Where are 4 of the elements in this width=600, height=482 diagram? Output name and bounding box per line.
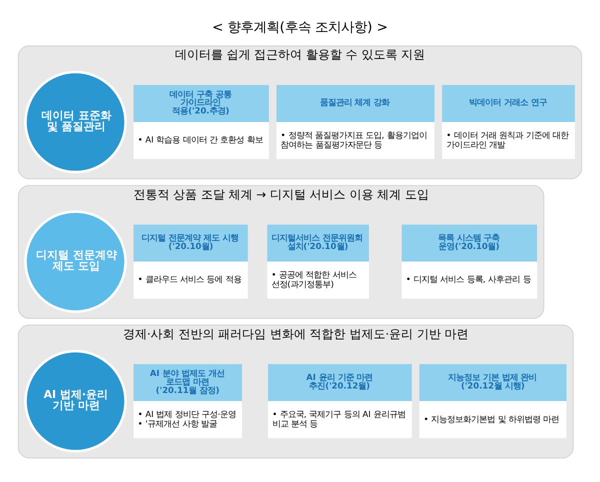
- node-circle: AI 법제·윤리 기반 마련: [24, 350, 127, 452]
- node-circle: 데이터 표준화 및 품질관리: [24, 70, 127, 174]
- node-circle: 디지털 전문계약 제도 도입: [24, 210, 127, 313]
- diagram-title: < 향후계획(후속 조치사항) >: [212, 20, 388, 36]
